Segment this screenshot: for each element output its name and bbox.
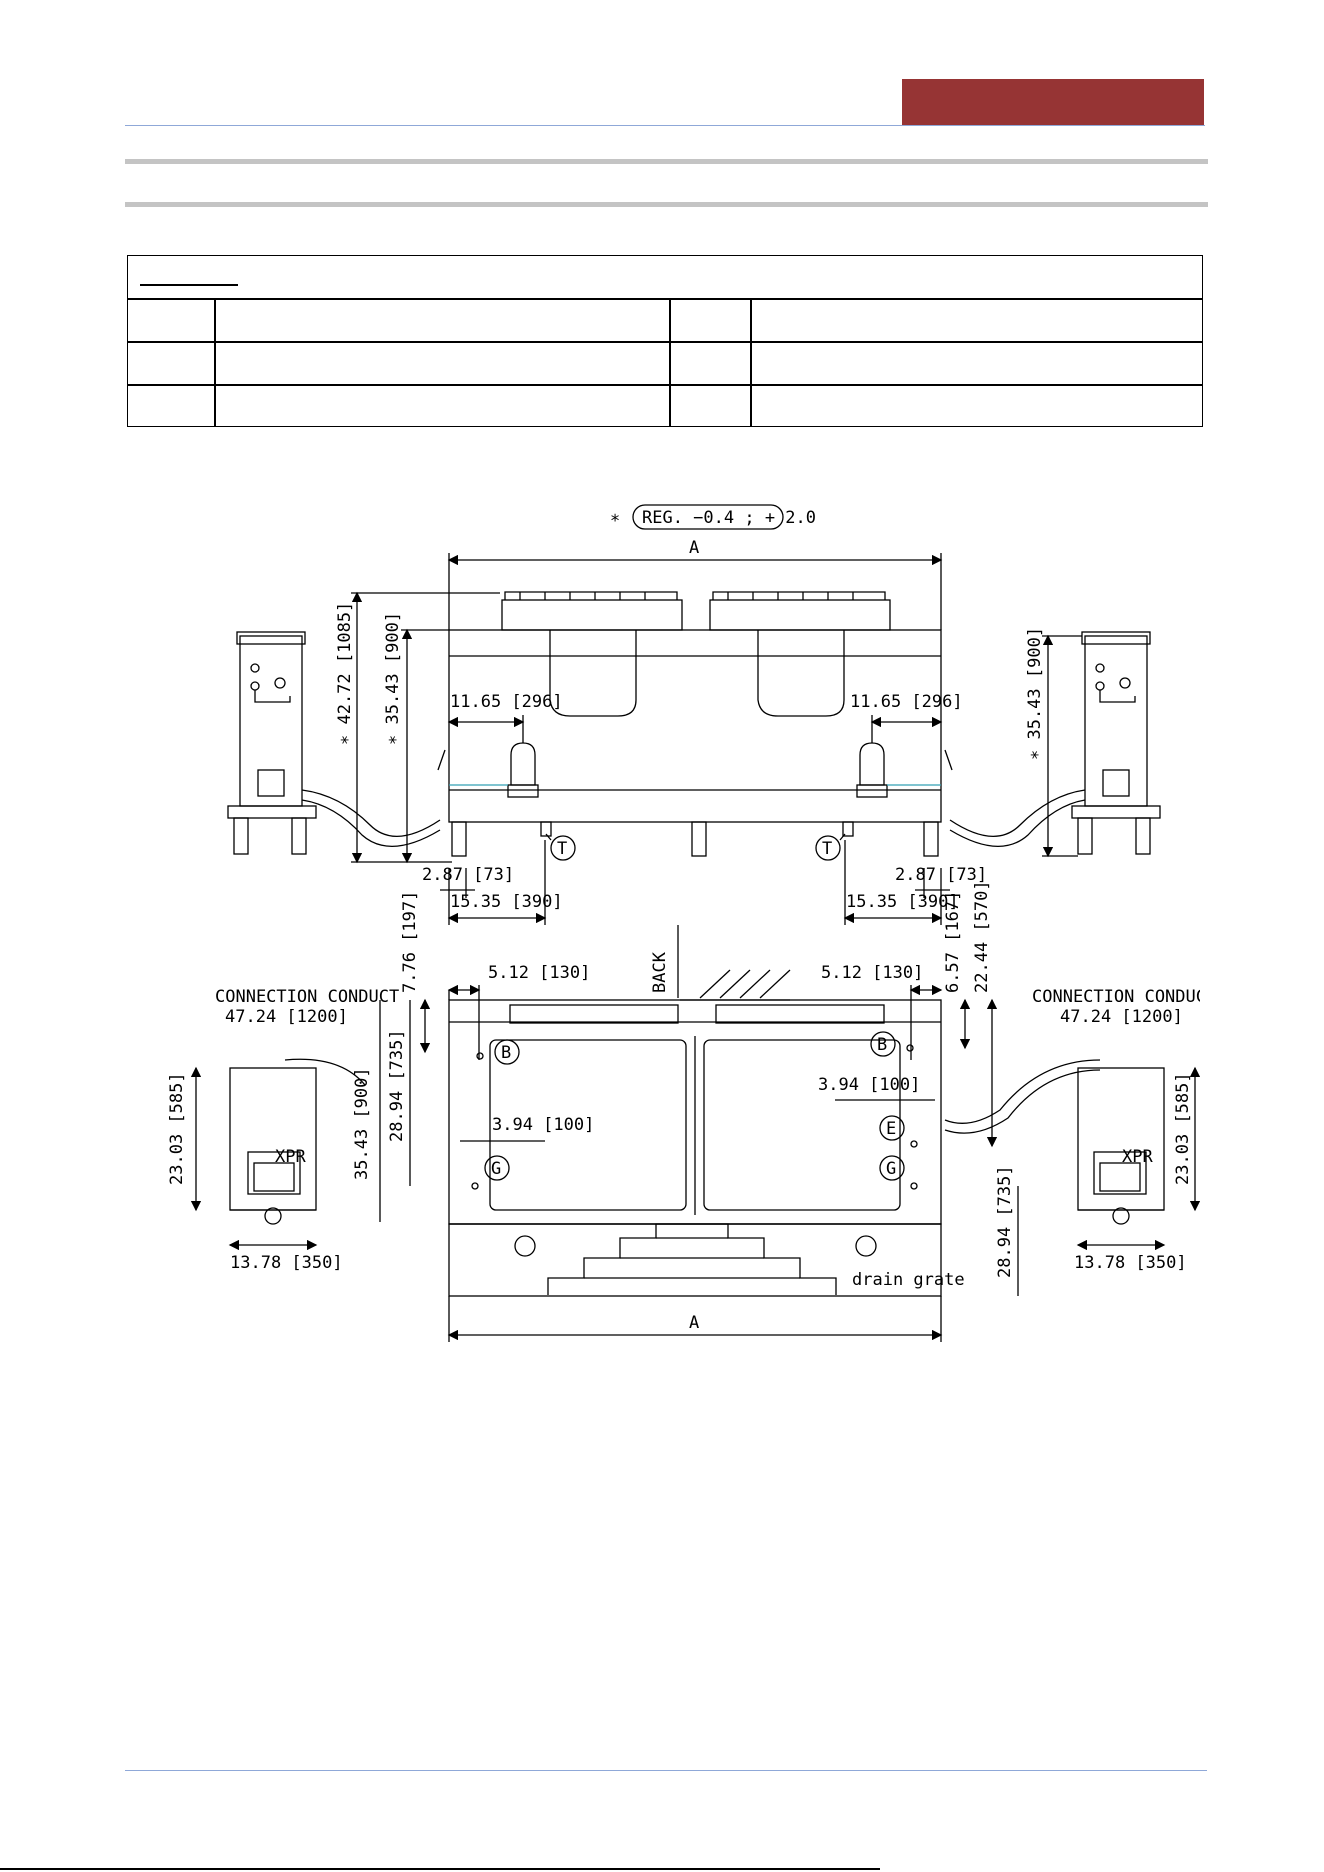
left-conduit-length: 47.24 [1200] — [225, 1007, 348, 1027]
front-offset-left: 11.65 [296] — [450, 692, 563, 712]
right-cabinet-plan — [1076, 1066, 1200, 1251]
left-cabinet-plan — [190, 1066, 318, 1251]
table-column-divider — [669, 299, 671, 426]
plan-dim-right-570: 22.44 [570] — [972, 880, 992, 993]
plan-dim-left-100: 3.94 [100] — [492, 1115, 594, 1135]
table-row-divider — [128, 341, 1202, 343]
marker-e: E — [886, 1119, 896, 1139]
plan-dim-left-197: 7.76 [197] — [400, 891, 420, 993]
plan-back-label: BACK — [650, 951, 670, 993]
front-height-body-right: ∗ 35.43 [900] — [1025, 627, 1045, 760]
plan-dim-top-right: 5.12 [130] — [821, 963, 923, 983]
right-conduit-title: CONNECTION CONDUCT — [1032, 987, 1200, 1007]
plan-dim-right-167: 6.57 [167] — [943, 891, 963, 993]
table-caption-underline — [140, 284, 238, 286]
right-cabinet-panel-text: XPR — [1122, 1147, 1153, 1167]
left-cabinet-panel-text: XPR — [275, 1147, 306, 1167]
footer-rule — [125, 1770, 1207, 1771]
table-column-divider — [214, 299, 216, 426]
front-drain-left: 15.35 [390] — [450, 892, 563, 912]
right-cabinet-elevation — [949, 631, 1161, 858]
front-drain-right: 15.35 [390] — [846, 892, 959, 912]
plan-drain-grate-label: drain grate — [852, 1270, 965, 1290]
left-cabinet-elevation — [227, 631, 441, 855]
front-width-label: A — [689, 538, 699, 558]
plan-dim-left-900: 35.43 [900] — [352, 1067, 372, 1180]
plan-dim-right-735: 28.94 [735] — [995, 1165, 1015, 1278]
plan-dim-top-left: 5.12 [130] — [488, 963, 590, 983]
marker-b-left: B — [501, 1043, 511, 1063]
front-leg-left: 2.87 [73] — [422, 865, 514, 885]
header-rule — [125, 125, 1205, 126]
plan-view — [284, 925, 1101, 1342]
right-cabinet-width: 13.78 [350] — [1074, 1253, 1187, 1273]
spec-table — [127, 255, 1203, 427]
right-cabinet-depth: 23.03 [585] — [1173, 1072, 1193, 1185]
technical-drawing: ∗ REG. −0.4 ; + 2.0 A ∗ 42.72 [1085] ∗ 3… — [167, 504, 1200, 1342]
table-row-divider — [128, 384, 1202, 386]
marker-b-right: B — [877, 1035, 887, 1055]
left-cabinet-width: 13.78 [350] — [230, 1253, 343, 1273]
page-bottom-rule — [0, 1868, 880, 1870]
section-rule-top — [125, 159, 1208, 164]
marker-g-left: G — [491, 1159, 501, 1179]
tolerance-box — [632, 504, 784, 530]
front-height-total: ∗ 42.72 [1085] — [335, 602, 355, 745]
plan-dim-left-735: 28.94 [735] — [387, 1029, 407, 1142]
left-cabinet-depth: 23.03 [585] — [167, 1072, 187, 1185]
front-height-body-left: ∗ 35.43 [900] — [383, 612, 403, 745]
front-leg-right: 2.87 [73] — [895, 865, 987, 885]
table-column-divider — [750, 299, 752, 426]
marker-t-right: T — [822, 839, 832, 859]
front-elevation — [351, 553, 953, 925]
front-offset-right: 11.65 [296] — [850, 692, 963, 712]
tolerance-text: REG. −0.4 ; + 2.0 — [642, 508, 816, 528]
plan-dim-right-100: 3.94 [100] — [818, 1075, 920, 1095]
marker-g-right: G — [886, 1159, 896, 1179]
plan-width-label: A — [689, 1313, 699, 1333]
marker-t-left: T — [557, 839, 567, 859]
right-conduit-length: 47.24 [1200] — [1060, 1007, 1183, 1027]
tolerance-prefix: ∗ — [610, 508, 620, 528]
table-row-divider — [128, 298, 1202, 300]
header-accent-bar — [902, 79, 1204, 126]
section-rule-bottom — [125, 202, 1208, 207]
left-conduit-title: CONNECTION CONDUCT — [215, 987, 399, 1007]
